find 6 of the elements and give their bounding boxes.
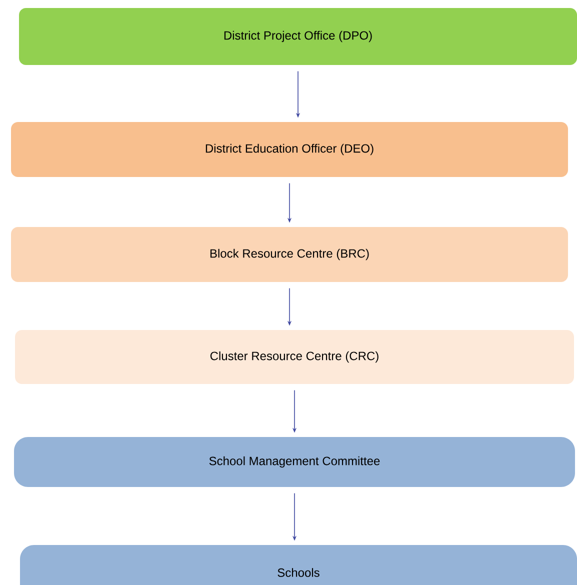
process-box: District Education Officer (DEO) bbox=[11, 122, 568, 177]
process-box: Cluster Resource Centre (CRC) bbox=[15, 330, 574, 384]
process-box: Schools bbox=[20, 545, 577, 585]
process-box: Block Resource Centre (BRC) bbox=[11, 227, 568, 282]
process-box: School Management Committee bbox=[14, 437, 575, 487]
process-box: District Project Office (DPO) bbox=[19, 8, 577, 65]
